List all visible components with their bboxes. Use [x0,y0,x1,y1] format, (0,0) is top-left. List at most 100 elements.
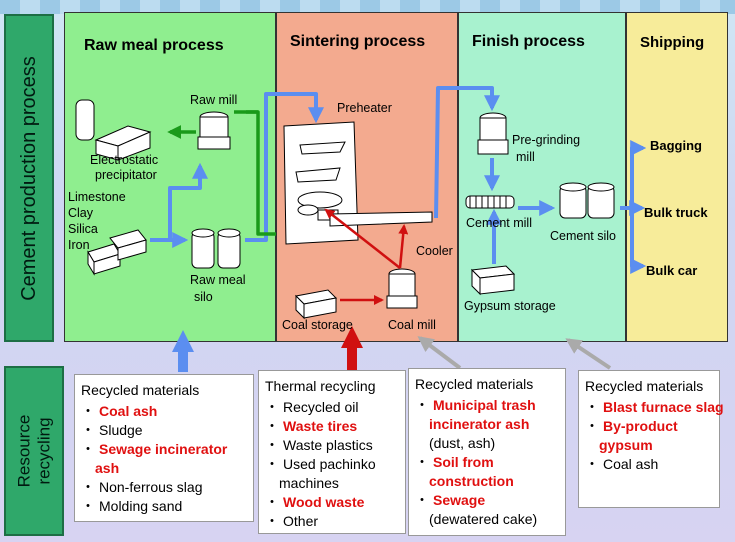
recycled-item: ・Sewage [415,491,559,510]
recycled-item: machines [265,474,399,493]
blue-flow-arrows [150,86,647,274]
recycled-item: ・Wood waste [265,493,399,512]
bullet-icon: ・ [415,397,429,413]
recycled-item: gypsum [585,436,713,455]
recycled-item-text: Coal ash [603,456,659,472]
recycled-item-text: Sewage [433,492,486,508]
thermal-box-items: ・Recycled oil・Waste tires・Waste plastics… [265,398,399,531]
thermal-box-header: Thermal recycling [265,378,376,394]
recycled-item-text: Molding sand [99,498,183,514]
recycled-item: ・Blast furnace slag [585,398,724,417]
coal-mill-label: Coal mill [388,318,436,332]
limestone-stack-icon [87,229,147,276]
precipitator-label: precipitator [95,168,157,182]
bullet-icon: ・ [81,441,95,457]
raw-meal-silo-icon [191,228,241,269]
bullet-icon: ・ [265,418,279,434]
recycled-item: ・Coal ash [81,402,247,421]
process-side-label: Cement production process [4,14,54,342]
recycled-item-text: Blast furnace slag [603,399,724,415]
recycled-item: (dewatered cake) [415,510,559,529]
recycled-item-text: Coal ash [99,403,158,419]
recycled-item-text: Waste plastics [283,437,373,453]
recycled-item-text: construction [429,473,514,489]
bagging-label: Bagging [650,138,702,153]
recycled-item: ・Used pachinko [265,455,399,474]
recycled-item: ・Soil from [415,453,559,472]
red-flow-arrows [324,208,409,305]
cement-mill-icon [465,195,515,209]
recycled-item: ・Sewage incinerator [81,440,247,459]
recycled-item-text: (dewatered cake) [429,511,538,527]
silica-label: Silica [68,222,98,236]
finish-title: Finish process [472,33,585,50]
bulk-car-label: Bulk car [646,263,698,278]
finish-recycled-materials-box: Recycled materials ・Blast furnace slag・B… [578,370,724,508]
recycling-input-arrows [172,326,612,372]
bullet-icon: ・ [415,454,429,470]
recycled-item-text: Waste tires [283,418,358,434]
bullet-icon: ・ [265,494,279,510]
iron-label: Iron [68,238,90,252]
coal-mill-icon [386,268,418,309]
raw-meal-silo-label-1: Raw meal [190,273,246,287]
electrostatic-label: Electrostatic [90,153,159,167]
recycled-item: ・By-product [585,417,713,436]
bullet-icon: ・ [81,479,95,495]
bullet-icon: ・ [265,513,279,529]
recycled-item: ・Waste plastics [265,436,399,455]
preheater-kiln-icon [283,121,433,245]
recycled-item: ・Municipal trash [415,396,559,415]
raw-mill-label: Raw mill [190,93,238,107]
recycled-item: ・Molding sand [81,497,247,516]
recycled-item-text: Wood waste [283,494,365,510]
pre-grinding-label-2: mill [516,150,535,164]
recycled-item: ・Recycled oil [265,398,399,417]
recycled-item-text: (dust, ash) [429,435,496,451]
bullet-icon: ・ [265,399,279,415]
recycled-item: ・Coal ash [585,455,713,474]
cement-silo-label: Cement silo [550,229,616,243]
recycled-item-text: machines [279,475,339,491]
recycled-item-text: Soil from [433,454,494,470]
bullet-icon: ・ [585,399,599,415]
shipping-title: Shipping [640,34,705,51]
recycled-item-text: Municipal trash [433,397,536,413]
bullet-icon: ・ [265,456,279,472]
shipping-panel [626,12,728,342]
recycled-item: ash [81,459,247,478]
recycled-item: (dust, ash) [415,434,559,453]
cooler-label: Cooler [416,244,453,258]
recycled-item-text: ash [95,460,120,476]
recycled-item: ・Waste tires [265,417,399,436]
gypsum-storage-icon [470,265,516,296]
raw-meal-silo-label-2: silo [194,290,213,304]
thermal-recycling-box: Thermal recycling ・Recycled oil・Waste ti… [258,370,406,534]
recycled-item-text: Recycled oil [283,399,359,415]
raw-recycled-materials-box: Recycled materials ・Coal ash・Sludge・Sewa… [74,374,254,522]
recycled-item: construction [415,472,559,491]
recycled-item-text: gypsum [599,437,653,453]
recycled-item-text: By-product [603,418,678,434]
sintering-title: Sintering process [290,33,426,50]
recycled-item-text: incinerator ash [429,416,530,432]
recycled-item-text: Sewage incinerator [99,441,228,457]
raw-meal-title: Raw meal process [84,37,224,54]
cement-mill-label: Cement mill [466,216,532,230]
municipal-box-header: Recycled materials [415,376,534,392]
pre-grinding-label-1: Pre-grinding [512,133,581,147]
raw-meal-panel [64,12,276,342]
coal-storage-icon [294,289,338,320]
bullet-icon: ・ [81,403,95,419]
recycled-item-text: Sludge [99,422,143,438]
finish-box-header: Recycled materials [585,378,704,394]
bullet-icon: ・ [265,437,279,453]
clay-label: Clay [68,206,94,220]
header-band [0,0,735,14]
recycled-item-text: Used pachinko [283,456,376,472]
bullet-icon: ・ [585,418,599,434]
bullet-icon: ・ [585,456,599,472]
